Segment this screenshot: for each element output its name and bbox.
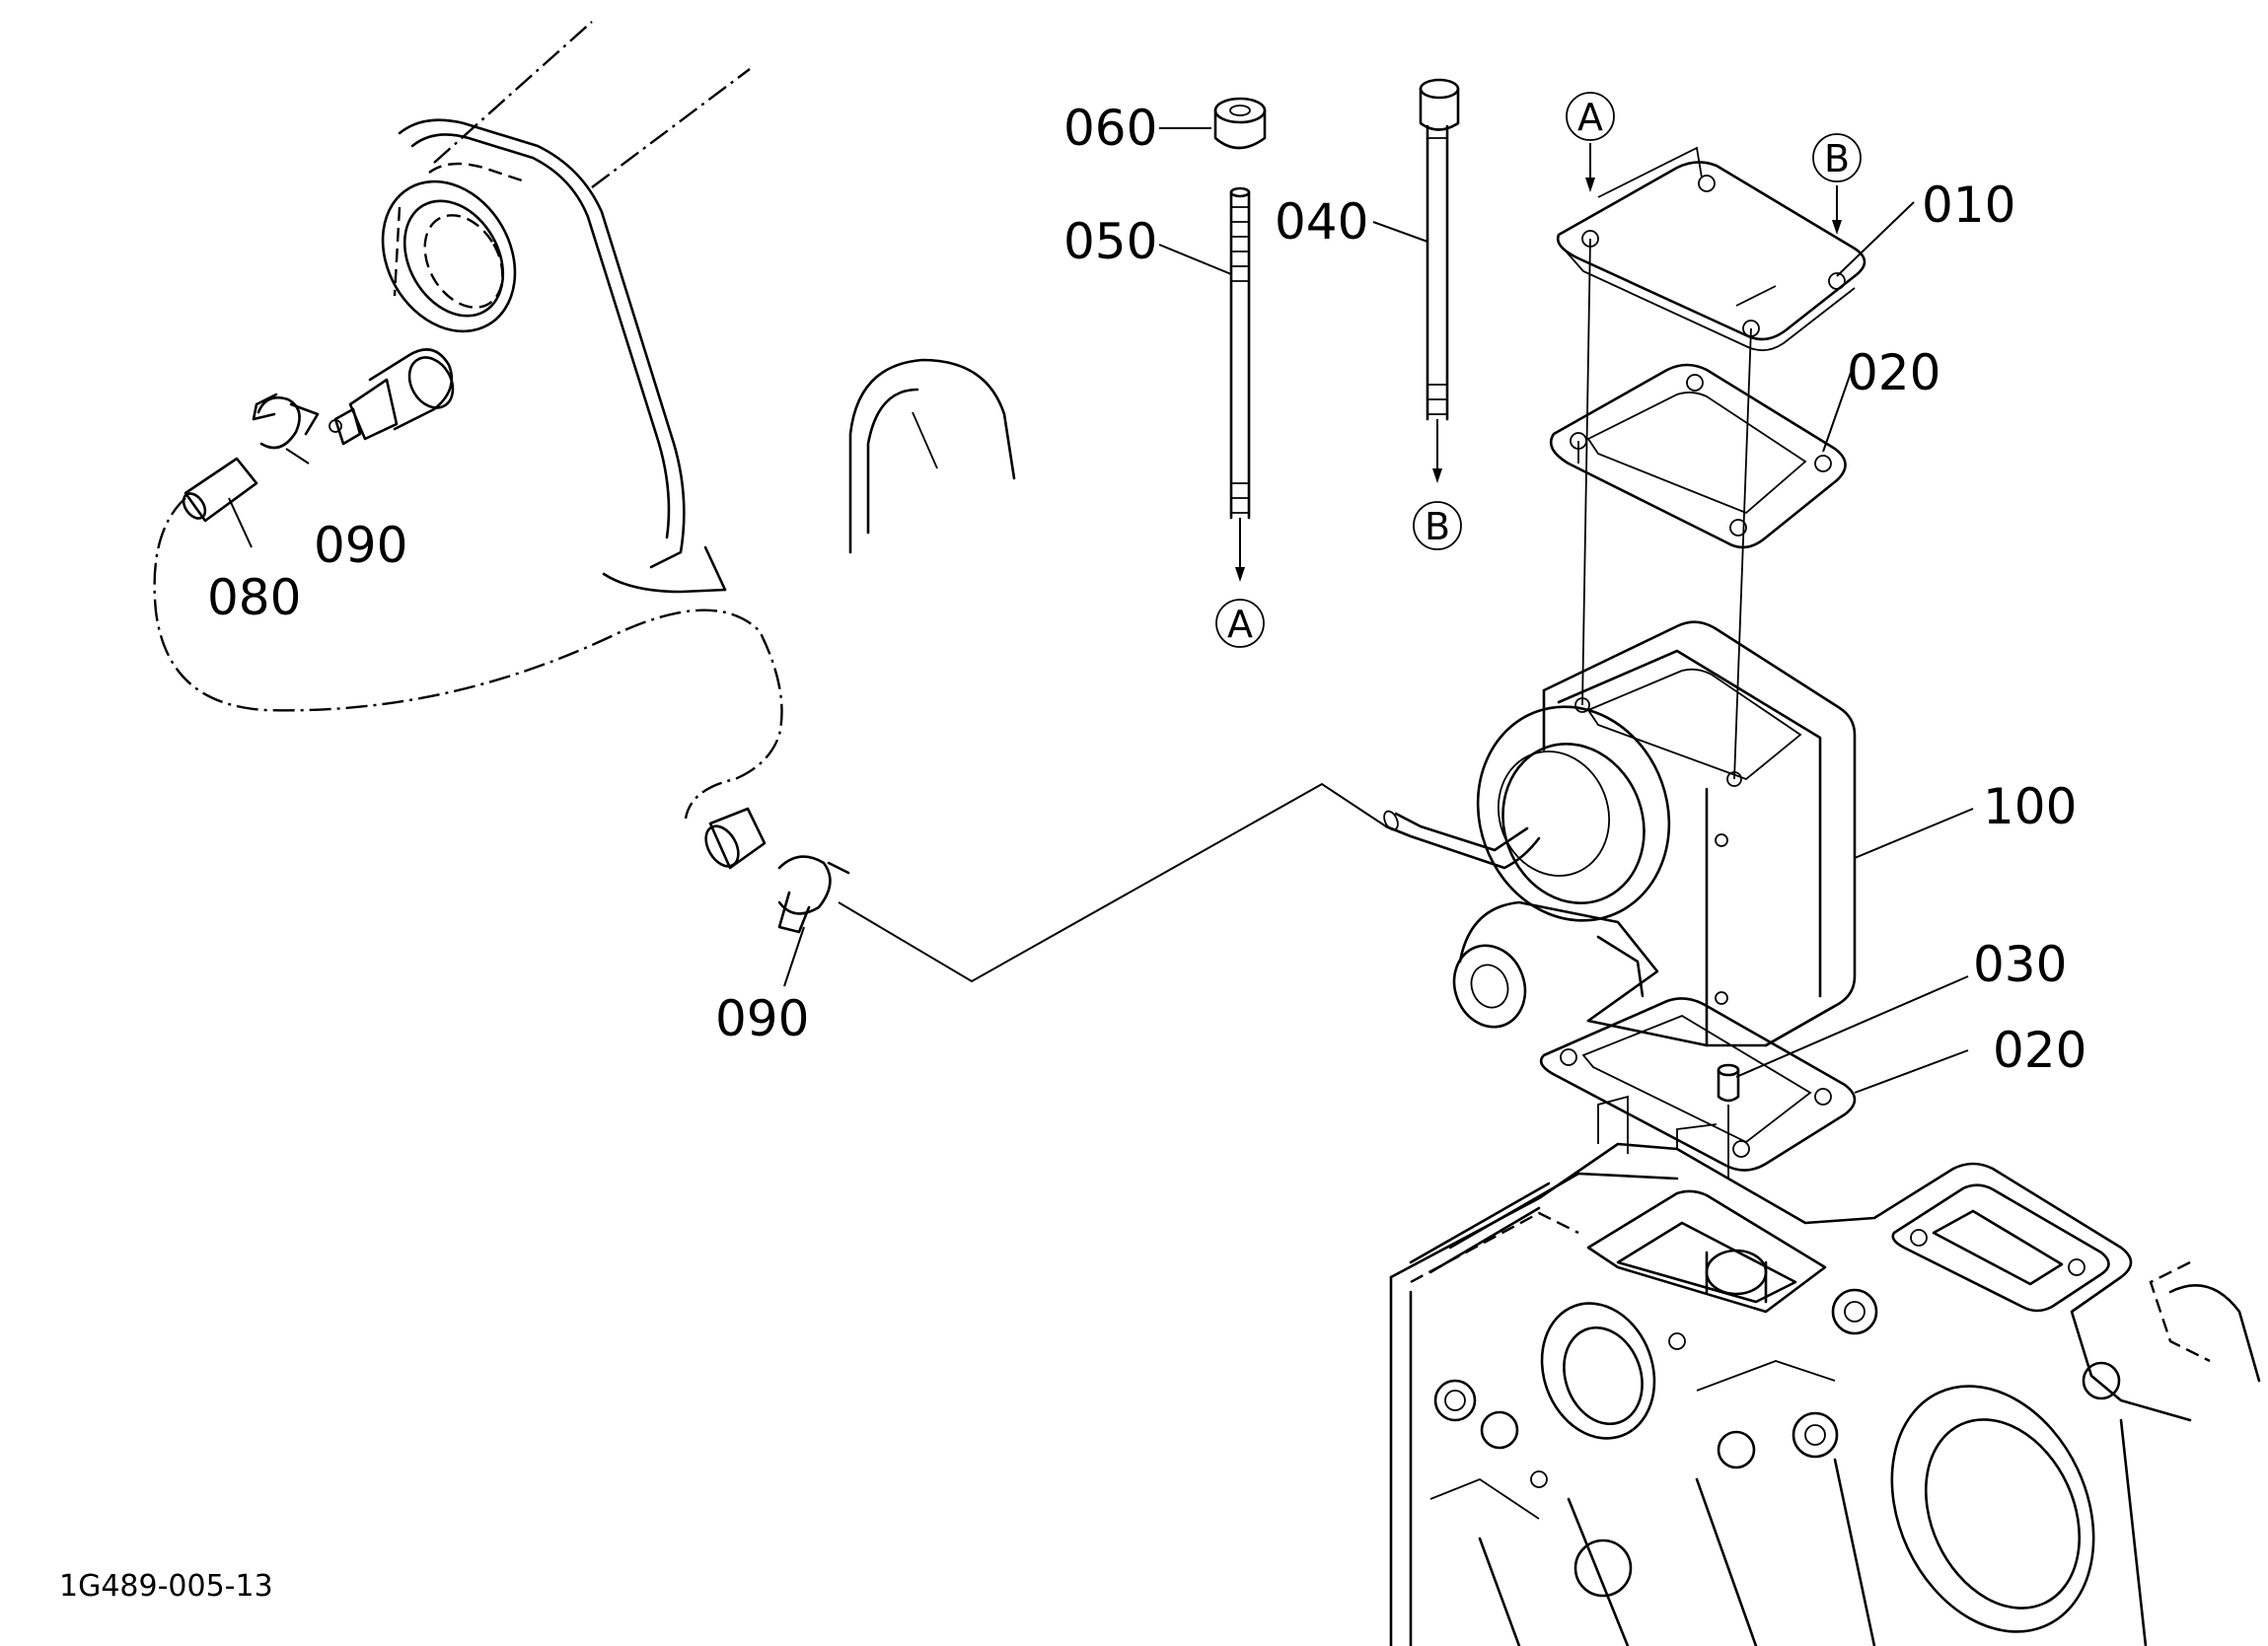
cover-plate-010 — [1556, 146, 1866, 352]
temperature-sensor-fitting — [329, 348, 455, 446]
reference-marker-a-top: A — [1566, 92, 1615, 141]
gasket-020-lower — [1539, 997, 1857, 1172]
reference-arrows — [1585, 143, 1842, 235]
gasket-020-upper — [1549, 363, 1847, 549]
nut-060 — [1213, 97, 1267, 150]
engine-housing-outline — [381, 21, 1016, 594]
part-label-040: 040 — [1275, 193, 1368, 250]
wire-route-line — [838, 782, 1387, 983]
part-label-080: 080 — [207, 569, 301, 626]
svg-text:B: B — [1425, 505, 1450, 548]
stud-050 — [1229, 186, 1251, 582]
part-label-010: 010 — [1922, 177, 2015, 234]
dowel-pin-030 — [1717, 1063, 1740, 1103]
reference-marker-a-bottom: A — [1215, 599, 1265, 648]
alignment-lines — [1577, 238, 1752, 1179]
thermostat-housing-100 — [1383, 620, 1857, 1047]
part-label-060: 060 — [1063, 100, 1157, 157]
reference-marker-b-bottom: B — [1413, 501, 1462, 550]
stud-040 — [1419, 78, 1460, 483]
hose-clamp-upper — [252, 393, 320, 450]
svg-text:A: A — [1577, 96, 1603, 139]
drawing-code: 1G489-005-13 — [59, 1569, 273, 1604]
part-label-020-upper: 020 — [1847, 344, 1940, 401]
sensor-wire — [153, 497, 783, 820]
hose-080 — [182, 457, 258, 523]
svg-text:B: B — [1824, 137, 1850, 180]
part-label-100: 100 — [1983, 778, 2077, 835]
hose-clamp-lower — [704, 807, 850, 934]
part-label-090-upper: 090 — [314, 517, 407, 574]
leader-lines — [228, 127, 1974, 1094]
svg-text:A: A — [1227, 603, 1253, 646]
part-label-090-lower: 090 — [715, 990, 809, 1047]
engine-block-outline — [1389, 1095, 2261, 1646]
part-label-050: 050 — [1063, 213, 1157, 270]
part-label-030: 030 — [1973, 936, 2067, 993]
reference-marker-b-top: B — [1812, 133, 1862, 182]
part-label-020-lower: 020 — [1993, 1022, 2086, 1079]
